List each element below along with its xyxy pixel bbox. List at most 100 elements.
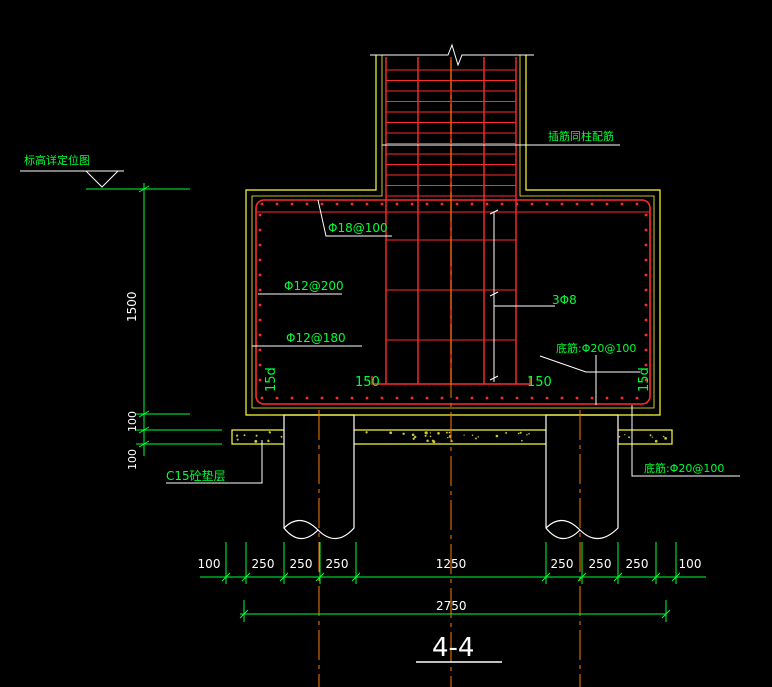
rebar-dot	[575, 396, 579, 400]
elevation-marker	[85, 170, 190, 190]
rebar-dot	[258, 273, 262, 277]
blinding-speckle	[654, 439, 658, 443]
dimension-slash	[241, 572, 251, 582]
rebar-dot	[260, 202, 264, 206]
dimension-slash	[351, 572, 361, 582]
rebar-dot	[644, 258, 648, 262]
rebar-dot	[644, 378, 648, 382]
rebar-dot	[485, 202, 489, 206]
rebar-dot	[644, 273, 648, 277]
rebar-dot	[258, 243, 262, 247]
cap-rebar	[255, 199, 651, 405]
blinding-speckle	[624, 433, 626, 436]
rebar-dot	[590, 202, 594, 206]
section-title: 4-4	[432, 633, 474, 663]
rebar-dot	[380, 396, 384, 400]
overall-dimension-chain	[239, 600, 671, 622]
dimension-label: 100	[679, 557, 702, 571]
rebar-dot	[335, 202, 339, 206]
dimension-slash	[541, 572, 551, 582]
rebar-dot	[530, 202, 534, 206]
rebar-dot	[350, 396, 354, 400]
blinding-speckle	[426, 439, 429, 443]
dimension-label: 250	[252, 557, 275, 571]
rebar-dot	[470, 202, 474, 206]
rebar-dot	[605, 202, 609, 206]
rebar-dot	[644, 228, 648, 232]
blinding-speckle	[413, 435, 417, 439]
blinding-speckle	[448, 431, 451, 434]
leader-lines	[20, 144, 740, 484]
blinding-speckle	[424, 431, 428, 435]
rebar-dot	[258, 318, 262, 322]
rebar-dot	[320, 202, 324, 206]
blinding-speckle	[628, 436, 630, 439]
rebar-dot	[410, 396, 414, 400]
blinding-speckle	[651, 436, 653, 438]
blinding-speckle	[429, 432, 432, 434]
pile-right	[545, 414, 619, 540]
centerlines	[318, 60, 581, 687]
rebar-dot	[258, 258, 262, 262]
blinding-speckle	[447, 436, 449, 439]
rebar-dot	[635, 202, 639, 206]
label-bar-top: Φ18@100	[328, 221, 388, 235]
blinding-speckle	[463, 434, 465, 436]
rebar-dot	[395, 396, 399, 400]
elevation-note: 标高详定位图	[24, 153, 90, 167]
left-dimension-chain	[136, 183, 222, 456]
bottom-dimension-chain	[200, 542, 706, 584]
rebar-dot	[258, 213, 262, 217]
label-bottom-bar-lower: 底筋:Φ20@100	[644, 461, 724, 475]
blinding-speckle	[236, 438, 239, 441]
rebar-dot	[258, 288, 262, 292]
blinding-speckle	[528, 432, 530, 435]
blinding-speckle	[505, 431, 508, 434]
blinding-speckle	[424, 434, 427, 437]
blinding-speckle	[475, 437, 477, 440]
label-hook-left: 15d	[264, 367, 279, 392]
label-blinding: C15砼垫层	[166, 468, 226, 483]
rebar-dot	[644, 333, 648, 337]
rebar-dot	[335, 396, 339, 400]
dimension-slash	[577, 572, 587, 582]
rebar-dot	[365, 202, 369, 206]
rebar-dot	[395, 202, 399, 206]
cap-rebar-dots	[258, 202, 648, 400]
rebar-dot	[425, 202, 429, 206]
rebar-dot	[260, 396, 264, 400]
blinding-speckle	[235, 434, 239, 437]
rebar-dot	[644, 288, 648, 292]
dimension-slash	[221, 572, 231, 582]
rebar-dot	[620, 396, 624, 400]
stirrup-dimension	[489, 209, 555, 382]
rebar-dot	[305, 202, 309, 206]
blinding-speckle	[389, 431, 393, 435]
rebar-dot	[320, 396, 324, 400]
rebar-dot	[515, 396, 519, 400]
blinding-speckle	[402, 432, 405, 435]
rebar-dot	[644, 213, 648, 217]
concrete-outline	[245, 43, 661, 416]
rebar-dot	[500, 396, 504, 400]
blinding-speckle	[618, 435, 621, 438]
dimension-slash	[613, 572, 623, 582]
rebar-dot	[590, 396, 594, 400]
rebar-dot	[500, 202, 504, 206]
dimension-label: 250	[290, 557, 313, 571]
dimension-label: 100	[198, 557, 221, 571]
rebar-dot	[410, 202, 414, 206]
dimension-slash	[279, 572, 289, 582]
dimension-slash	[671, 572, 681, 582]
rebar-dot	[258, 333, 262, 337]
rebar-dot	[620, 202, 624, 206]
rebar-dot	[560, 202, 564, 206]
rebar-dot	[644, 243, 648, 247]
blinding-speckle	[495, 434, 499, 438]
rebar-dot	[258, 303, 262, 307]
rebar-dot	[644, 303, 648, 307]
label-bottom-bar-upper: 底筋:Φ20@100	[556, 341, 636, 355]
rebar-dot	[258, 363, 262, 367]
blinding-speckle	[269, 431, 271, 434]
